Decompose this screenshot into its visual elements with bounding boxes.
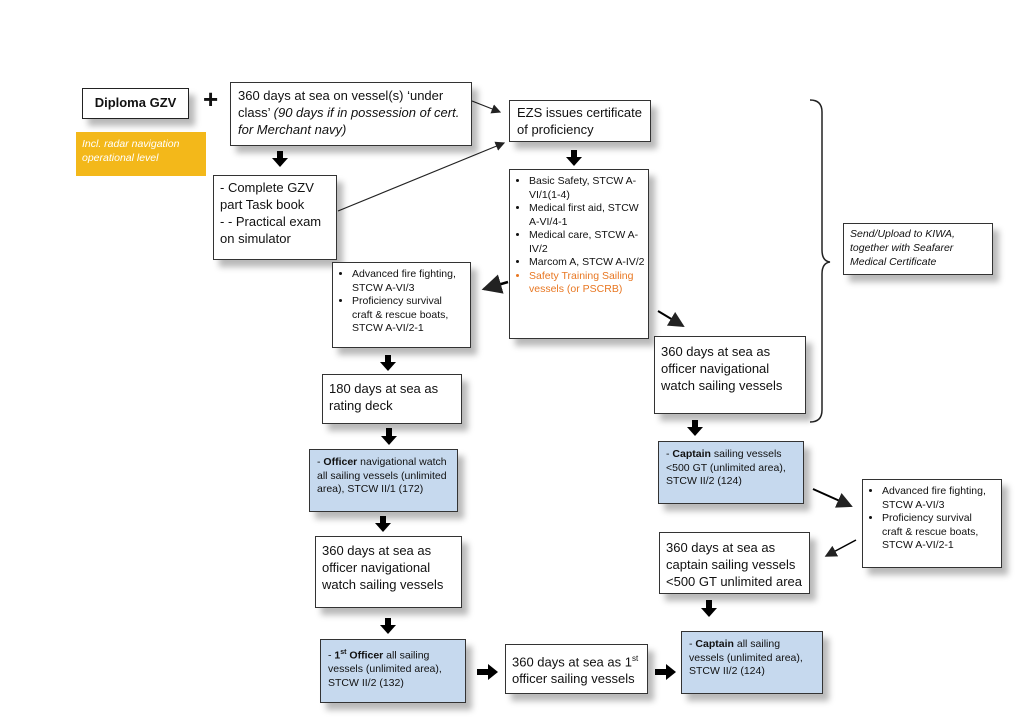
courses-left-box: Advanced fire fighting, STCW A-VI/3 Prof… (332, 262, 471, 348)
arrow-down-rating (381, 428, 397, 445)
ezs-box: EZS issues certificate of proficiency (509, 100, 651, 142)
sea-360-first-officer-b: officer sailing vessels (512, 671, 635, 687)
arrow-down-officer-right (687, 420, 703, 436)
first-officer-sup: st (340, 649, 347, 656)
sea-360-captain-box: 360 days at sea as captain sailing vesse… (659, 532, 810, 594)
plus-sign: + (203, 84, 219, 114)
first-officer-bold: 1 (334, 649, 341, 662)
first-officer-cert-box: - 1st Officer all sailing vessels (unlim… (320, 639, 466, 703)
diploma-label: Diploma GZV (94, 95, 177, 110)
ezs-text: EZS issues certificate of proficiency (517, 105, 642, 137)
sea-360-first-officer-box: 360 days at sea as 1st officer sailing v… (505, 644, 648, 694)
taskbook-line-2: - - Practical exam on simulator (220, 214, 322, 246)
officer-cert-prefix: - (317, 456, 324, 468)
arrow-courses-to-captain360 (824, 539, 857, 557)
sea-360-officer-left-box: 360 days at sea as officer navigational … (315, 536, 462, 608)
radar-note: Incl. radar navigation operational level (76, 132, 206, 176)
course-basic-safety: Basic Safety, STCW A-VI/1(1-4) (529, 175, 645, 202)
sea-360-officer-right-text: 360 days at sea as officer navigational … (661, 344, 783, 393)
officer-cert-bold: Officer (323, 456, 358, 468)
taskbook-line-1: - Complete GZV part Task book (220, 180, 314, 212)
arrow-taskbook-to-ezs (337, 141, 506, 212)
arrow-down-ezs (566, 150, 582, 166)
courses-center-box: Basic Safety, STCW A-VI/1(1-4) Medical f… (509, 169, 649, 339)
arrow-down-courses-left (380, 355, 396, 371)
captain-cert-box: - Captain all sailing vessels (unlimited… (681, 631, 823, 694)
sea-360-officer-right-box: 360 days at sea as officer navigational … (654, 336, 806, 414)
arrow-down-captain360 (701, 600, 717, 617)
arrow-right-2 (655, 664, 676, 680)
arrow-down-underclass (272, 151, 288, 167)
captain500-cert-box: - Captain sailing vessels <500 GT (unlim… (658, 441, 804, 504)
captain-cert-bold: Captain (695, 638, 734, 650)
arrow-down-officer-left (380, 618, 396, 634)
arrow-underclass-to-ezs (471, 100, 502, 114)
officer-cert-rest: navigational watch all sailing vessels (… (317, 456, 447, 495)
first-officer-bold2: Officer (346, 649, 384, 662)
courses-right-box: Advanced fire fighting, STCW A-VI/3 Prof… (862, 479, 1002, 568)
captain500-cert-prefix: - (666, 448, 673, 460)
arrow-courses-to-right (657, 310, 685, 328)
course-marcom: Marcom A, STCW A-IV/2 (529, 256, 645, 270)
course-left-fire: Advanced fire fighting, STCW A-VI/3 (352, 268, 464, 295)
arrow-captain500-to-courses (812, 488, 853, 508)
course-right-fire: Advanced fire fighting, STCW A-VI/3 (882, 485, 995, 512)
course-right-survival: Proficiency survival craft & rescue boat… (882, 512, 995, 553)
first-officer-rest: all sailing vessels (unlimited area), ST… (328, 649, 442, 689)
sea-360-officer-left-text: 360 days at sea as officer navigational … (322, 543, 444, 592)
taskbook-box: - Complete GZV part Task book - - Practi… (213, 175, 337, 260)
officer-cert-box: - Officer navigational watch all sailing… (309, 449, 458, 512)
captain500-cert-bold: Captain (672, 448, 711, 460)
first-officer-prefix: - (328, 649, 335, 662)
diploma-box: Diploma GZV (82, 88, 189, 119)
course-safety-training: Safety Training Sailing vessels (or PSCR… (529, 270, 645, 297)
rating-180-box: 180 days at sea as rating deck (322, 374, 462, 424)
under-class-main: 360 days at sea on vessel(s) ‘under clas… (238, 88, 444, 120)
rating-180-text: 180 days at sea as rating deck (329, 381, 439, 413)
course-left-survival: Proficiency survival craft & rescue boat… (352, 295, 464, 336)
arrow-down-officer-cert (375, 516, 391, 532)
sea-360-captain-text: 360 days at sea as captain sailing vesse… (666, 540, 802, 589)
arrow-right-1 (477, 664, 498, 680)
course-medical-first-aid: Medical first aid, STCW A-VI/4-1 (529, 202, 645, 229)
kiwa-box: Send/Upload to KIWA, together with Seafa… (843, 223, 993, 275)
under-class-italic: (90 days if in possession of cert. for M… (238, 105, 460, 137)
arrow-courses-to-left (481, 274, 509, 294)
under-class-box: 360 days at sea on vessel(s) ‘under clas… (230, 82, 472, 146)
captain500-cert-rest: sailing vessels <500 GT (unlimited area)… (666, 448, 786, 487)
radar-note-text: Incl. radar navigation operational level (82, 138, 180, 164)
brace (809, 99, 831, 423)
sea-360-first-officer-sup: st (631, 654, 639, 663)
kiwa-text: Send/Upload to KIWA, together with Seafa… (850, 228, 955, 268)
course-medical-care: Medical care, STCW A-IV/2 (529, 229, 645, 256)
captain-cert-prefix: - (689, 638, 696, 650)
sea-360-first-officer-a: 360 days at sea as 1 (512, 654, 632, 670)
captain-cert-rest: all sailing vessels (unlimited area), ST… (689, 638, 803, 677)
